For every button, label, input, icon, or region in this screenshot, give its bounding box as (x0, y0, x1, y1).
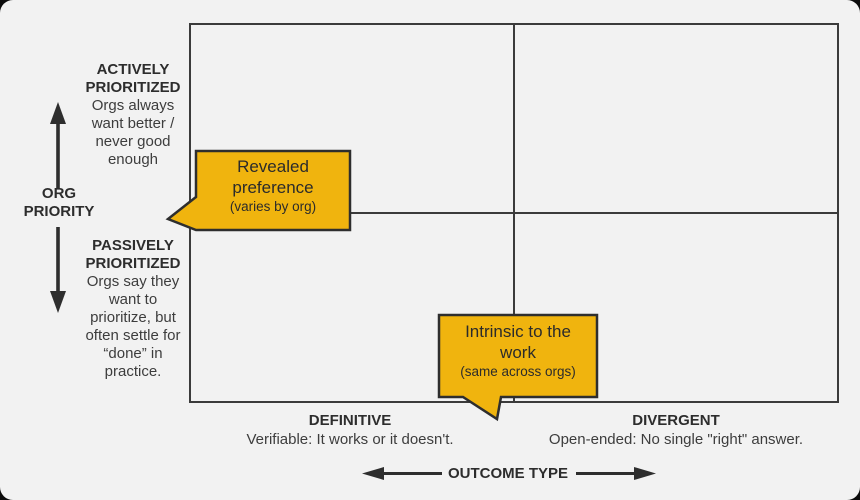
actively-prioritized-title: ACTIVELY PRIORITIZED (85, 61, 181, 96)
revealed-preference-callout-bubble (165, 149, 352, 232)
actively-prioritized-description: Orgs always want better / never good eno… (91, 97, 175, 168)
definitive-title: DEFINITIVE (308, 412, 392, 429)
y-axis-bottom-block: PASSIVELY PRIORITIZED Orgs say they want… (77, 237, 189, 381)
divergent-title: DIVERGENT (632, 412, 720, 429)
revealed-preference-title: Revealed preference (232, 157, 314, 197)
org-priority-axis-arrow-icon (50, 102, 66, 313)
revealed-preference-callout: Revealed preference (varies by org) (196, 156, 350, 215)
revealed-preference-subtitle: (varies by org) (229, 199, 317, 214)
x-axis-right-block: DIVERGENT Open-ended: No single "right" … (536, 411, 816, 449)
intrinsic-to-work-subtitle: (same across orgs) (460, 364, 576, 379)
x-axis-label: OUTCOME TYPE (447, 465, 568, 482)
passively-prioritized-description: Orgs say they want to prioritize, but of… (85, 273, 181, 380)
intrinsic-to-work-title: Intrinsic to the work (465, 322, 571, 362)
intrinsic-to-work-callout-bubble (437, 313, 599, 422)
divergent-description: Open-ended: No single "right" answer. (548, 431, 804, 448)
intrinsic-to-work-callout: Intrinsic to the work (same across orgs) (439, 321, 597, 380)
grid-horizontal-divider (191, 212, 837, 214)
passively-prioritized-title: PASSIVELY PRIORITIZED (85, 237, 181, 272)
y-axis-top-block: ACTIVELY PRIORITIZED Orgs always want be… (77, 61, 189, 169)
definitive-description: Verifiable: It works or it doesn't. (246, 431, 454, 448)
y-axis-label: ORG PRIORITY (23, 185, 95, 220)
outcome-type-left-arrow-icon (362, 467, 442, 480)
outcome-type-right-arrow-icon (576, 467, 656, 480)
x-axis-left-block: DEFINITIVE Verifiable: It works or it do… (230, 411, 470, 449)
